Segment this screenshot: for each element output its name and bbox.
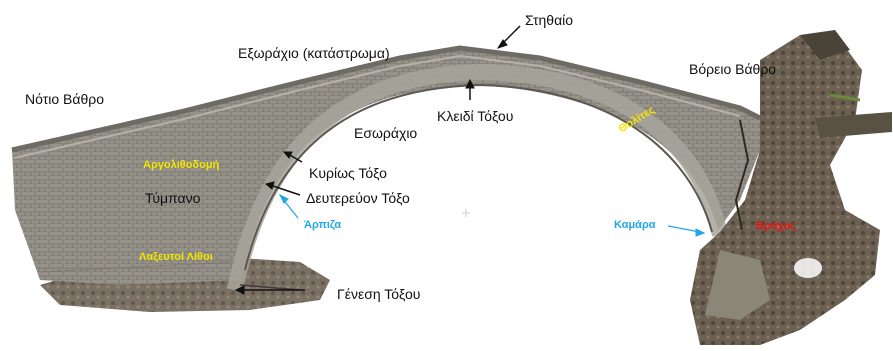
label-north-abutment: Βόρειο Βάθρο [689, 62, 776, 76]
label-springing: Άρπιζα [304, 220, 341, 231]
label-intrados: Εσωράχιο [354, 126, 417, 140]
label-keystone: Κλειδί Τόξου [437, 109, 513, 123]
label-rubble-masonry: Αργολιθοδομή [143, 160, 219, 171]
label-south-abutment: Νότιο Βάθρο [25, 92, 104, 106]
label-vault: Καμάρα [614, 220, 656, 231]
label-crown: Στηθαίο [525, 13, 573, 27]
label-spandrel: Τύμπανο [145, 191, 200, 205]
label-dressed-stones: Λαξευτοί Λίθοι [139, 252, 213, 263]
label-secondary-arch: Δευτερεύον Τόξο [306, 191, 410, 205]
label-rock: Βράχος [756, 221, 796, 232]
label-deck: Εξωράχιο (κατάστρωμα) [238, 46, 390, 60]
label-main-arch: Κυρίως Τόξο [309, 166, 387, 180]
label-arch-genesis: Γένεση Τόξου [337, 287, 420, 301]
